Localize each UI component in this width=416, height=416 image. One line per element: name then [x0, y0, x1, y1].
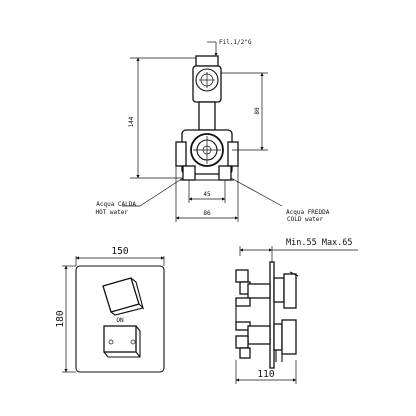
front-width-label: 150: [111, 246, 128, 257]
height-upper-dimension: 80: [221, 72, 268, 151]
cold-label-en: COLD water: [287, 216, 324, 223]
height-total-dimension: 144: [128, 57, 196, 179]
height-upper-label: 80: [254, 107, 261, 115]
temperature-knob: [102, 277, 145, 316]
fitting-dimension: Fil.1/2"G: [207, 39, 252, 57]
hot-water-callout: Acqua CALDA HOT water: [95, 177, 184, 216]
width-inner-label: 45: [203, 191, 211, 198]
cold-label-it: Acqua FREDDA: [286, 209, 330, 216]
width-outer-label: 86: [203, 210, 211, 217]
front-view: 150 180 ON: [55, 246, 165, 373]
cold-water-callout: Acqua FREDDA COLD water: [230, 177, 330, 223]
top-view: Fil.1/2"G 144 80 45 86: [95, 39, 329, 223]
width-inner-dimension: 45: [188, 180, 226, 203]
side-depth-range-label: Min.55 Max.65: [286, 238, 353, 248]
side-depth-total-label: 110: [257, 369, 274, 380]
height-total-label: 144: [128, 116, 135, 127]
fitting-label: Fil.1/2"G: [219, 39, 252, 46]
side-wall-plate: [269, 261, 275, 369]
on-indicator: ON: [116, 317, 124, 324]
side-view: Min.55 Max.65: [235, 238, 358, 384]
side-upper-knob: [273, 271, 299, 309]
connecting-pipe: [198, 101, 216, 131]
front-height-label: 180: [55, 310, 66, 327]
front-height-dimension: 180: [55, 265, 76, 373]
width-outer-dimension: 86: [175, 166, 239, 222]
side-depth-total-dimension: 110: [235, 360, 297, 384]
flow-knob: [103, 325, 141, 358]
front-width-dimension: 150: [75, 246, 165, 266]
hot-label-en: HOT water: [95, 209, 128, 216]
cover-plate: [75, 265, 165, 373]
hot-label-it: Acqua CALDA: [96, 201, 136, 208]
valve-body: [175, 129, 239, 181]
side-valve-body: [235, 269, 271, 359]
upper-fitting: [192, 55, 222, 103]
side-depth-range-dimension: Min.55 Max.65: [239, 238, 358, 262]
side-lower-knob: [273, 319, 297, 362]
